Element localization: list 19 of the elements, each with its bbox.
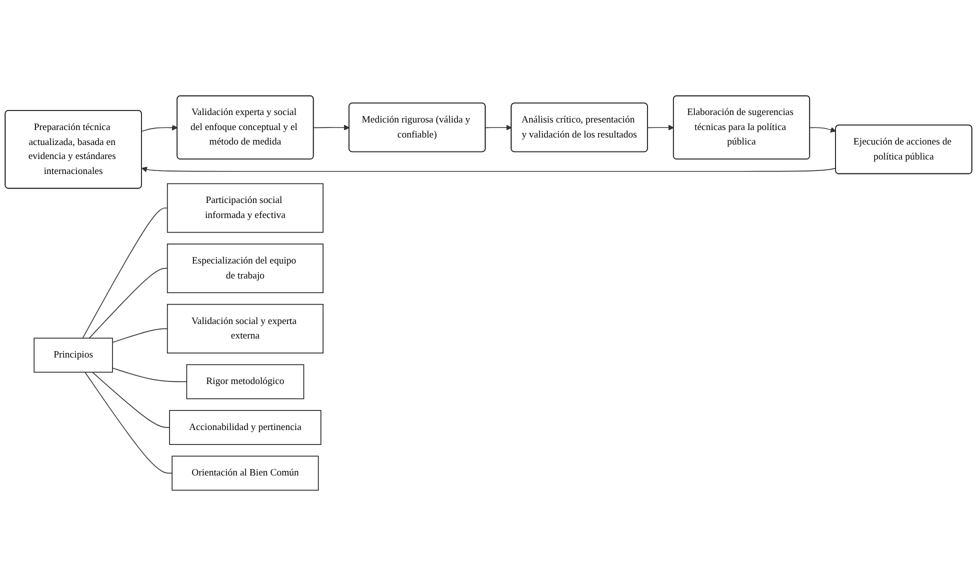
arrow	[141, 124, 178, 132]
connector	[112, 328, 168, 343]
node-box: Orientación al Bien Común	[172, 456, 319, 491]
node-box: Validación social y experta externa	[166, 304, 324, 354]
connector	[82, 208, 168, 339]
node-box: Accionabilidad y pertinencia	[169, 410, 322, 445]
node-box: Principios	[34, 338, 113, 373]
connector	[112, 368, 188, 382]
arrow	[810, 127, 836, 133]
node-box: Participación social informada y efectiva	[166, 183, 324, 233]
arrow	[313, 124, 350, 130]
node-box: Especialización del equipo de trabajo	[166, 244, 324, 294]
connector	[88, 268, 168, 339]
node-box: Rigor metodológico	[186, 364, 304, 400]
arrow	[142, 166, 836, 172]
connector	[84, 372, 173, 474]
arrow	[485, 124, 512, 130]
connector	[92, 372, 170, 428]
arrow	[647, 124, 674, 130]
